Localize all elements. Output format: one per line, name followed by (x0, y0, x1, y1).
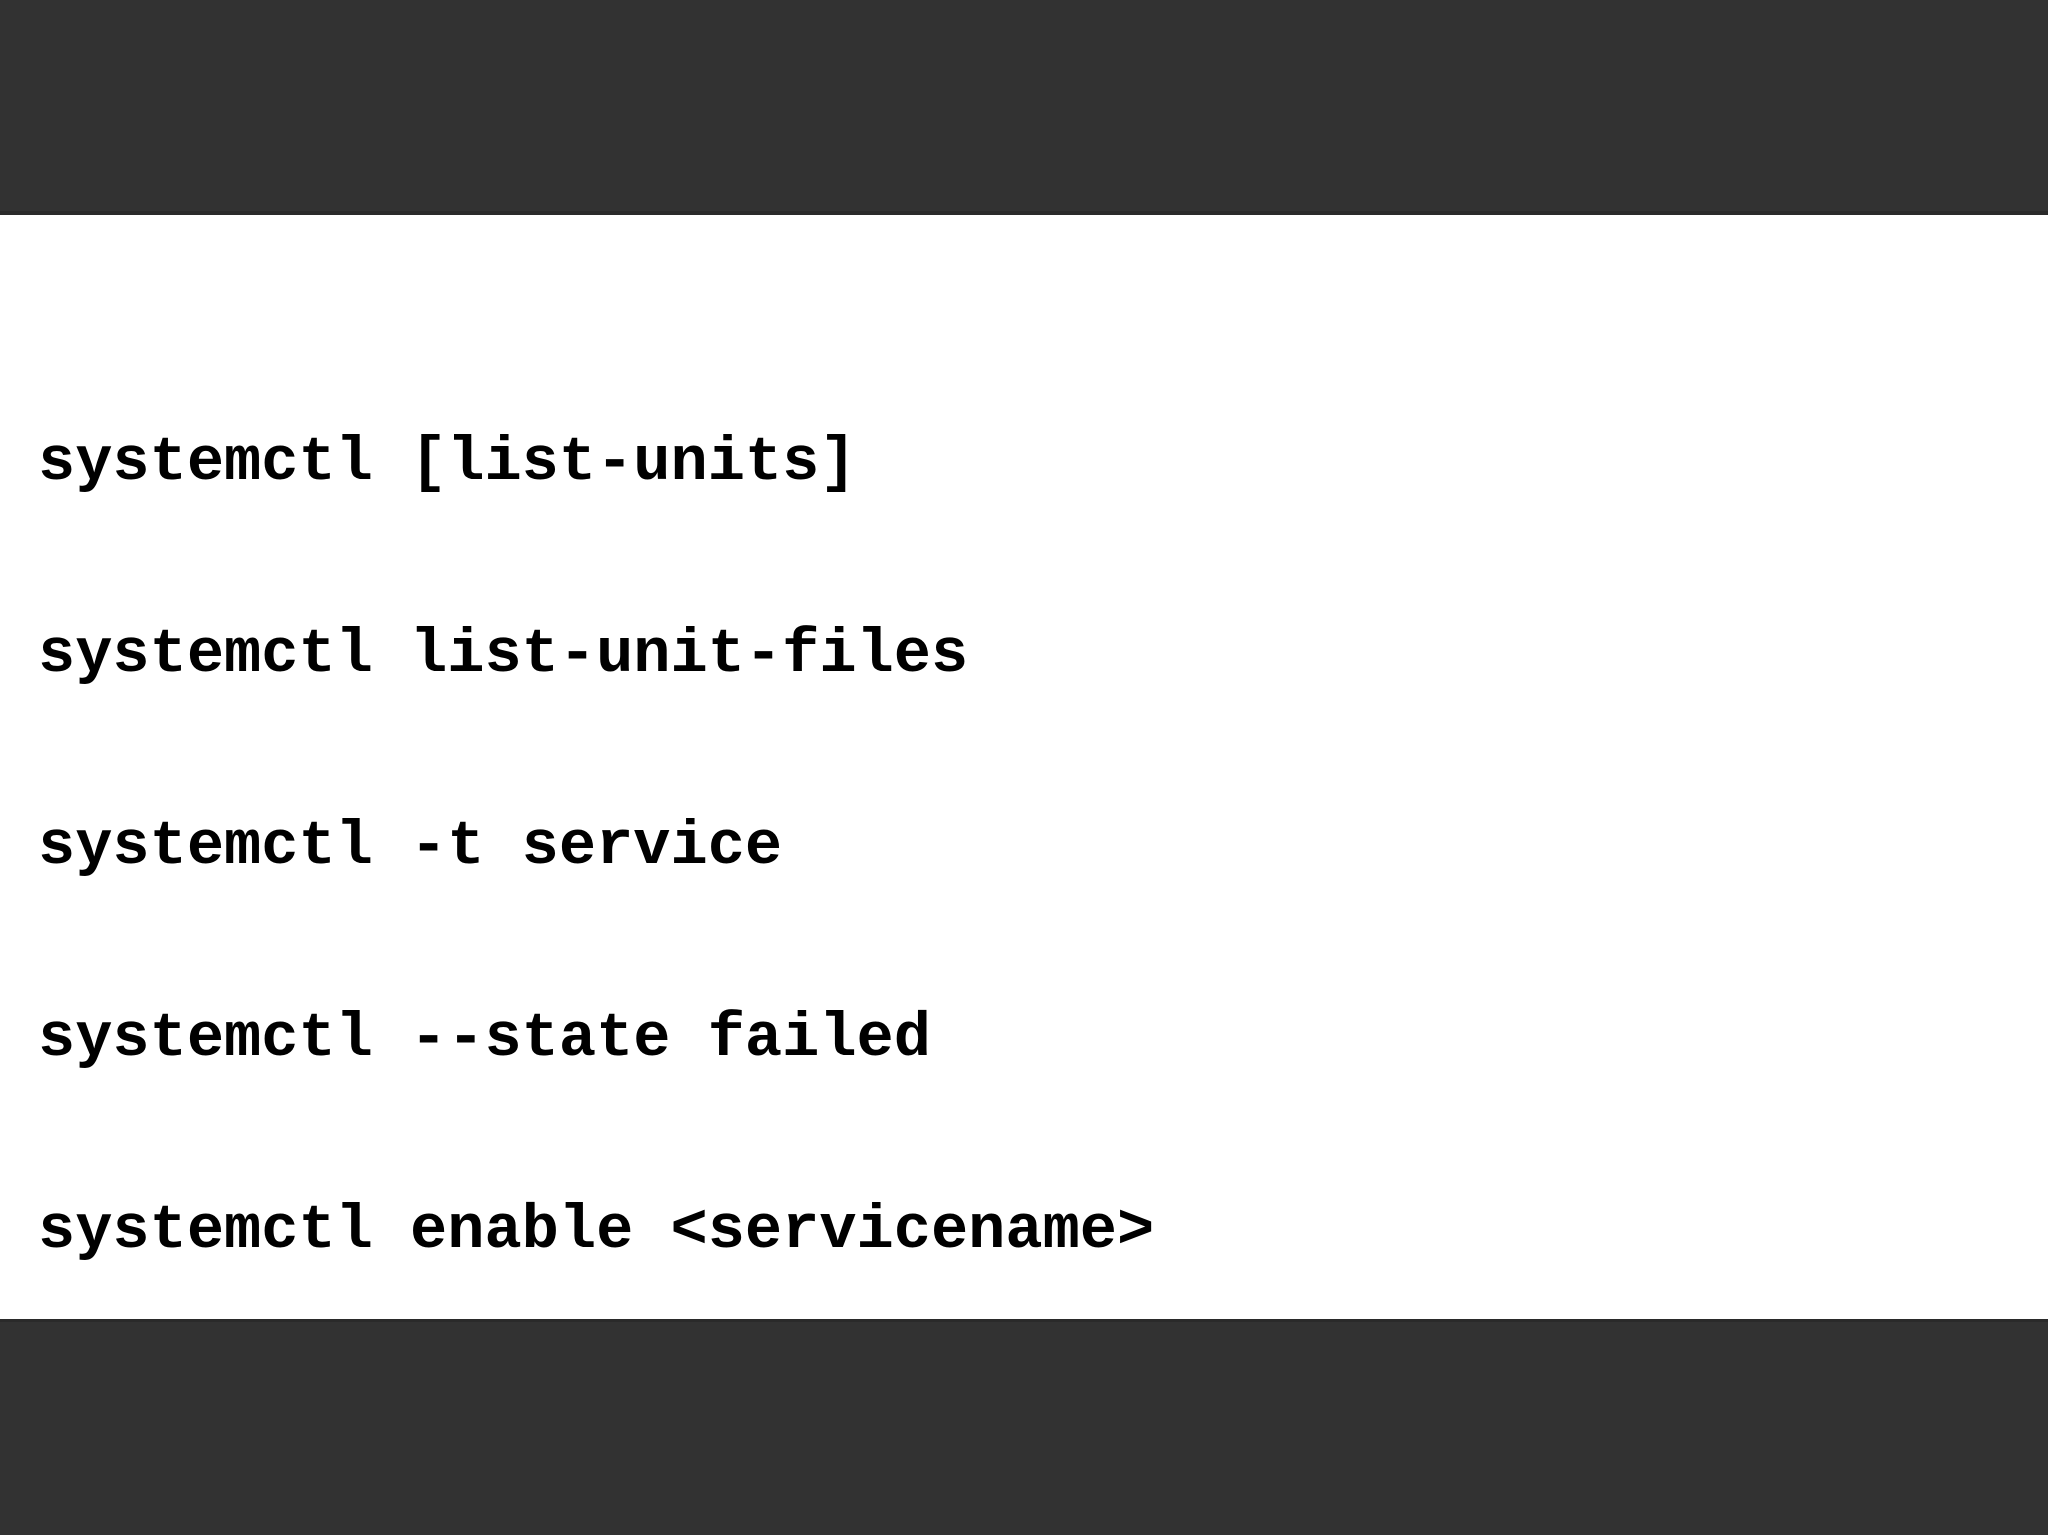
bottom-band (0, 1319, 2048, 1535)
command-line: systemctl --state failed (38, 1003, 931, 1074)
command-line: systemctl enable <servicename> (38, 1195, 1155, 1266)
command-line: systemctl [list-units] (38, 427, 857, 498)
command-line: systemctl list-unit-files (38, 619, 969, 690)
command-line: systemctl -t service (38, 811, 783, 882)
top-band (0, 0, 2048, 215)
